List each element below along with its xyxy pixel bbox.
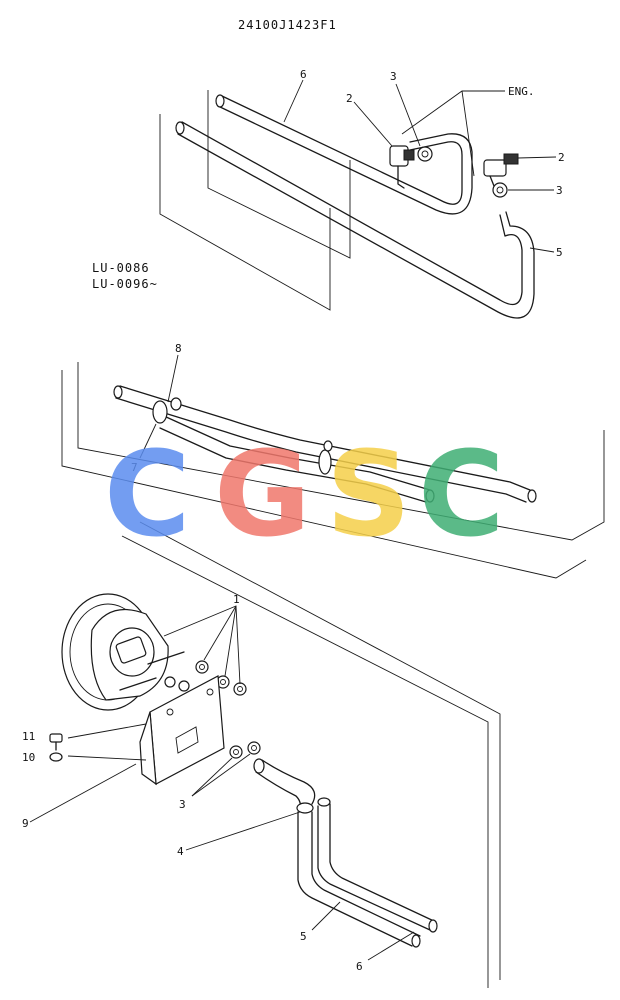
clamps-3-lower	[229, 741, 261, 759]
pipe-middle-lower	[159, 415, 435, 503]
callout-6-upper: 6	[300, 68, 307, 81]
washer-10	[49, 752, 63, 762]
hose-6-lower	[317, 803, 438, 933]
callout-2-left: 2	[346, 92, 353, 105]
hose-front-upper	[175, 121, 535, 319]
upper-frame-front	[159, 114, 331, 311]
bolt-11	[49, 733, 63, 751]
middle-assembly: 8 7	[61, 342, 605, 579]
clamp-right	[492, 182, 508, 198]
hose-6-upper	[215, 94, 473, 215]
serial-range-line1: LU-0086	[92, 261, 150, 275]
callout-5-lower: 5	[300, 930, 307, 943]
cgsc-watermark: C G S C	[104, 425, 505, 563]
serial-range-line2: LU-0096~	[92, 277, 158, 291]
callout-5-upper: 5	[556, 246, 563, 259]
middle-frame-front	[61, 370, 587, 579]
clamp-8	[152, 397, 182, 424]
callout-11: 11	[22, 730, 35, 743]
valve-right	[483, 153, 519, 187]
lower-assembly: 1 9 11 10 3	[22, 521, 501, 988]
clamp-left	[417, 146, 433, 162]
callout-4: 4	[177, 845, 184, 858]
watermark-letter-g: G	[214, 425, 311, 563]
eng-leader-2	[461, 90, 475, 177]
watermark-letter-s: S	[326, 425, 411, 563]
upper-assembly: ENG. 6 2 3 2 3 5	[159, 68, 565, 319]
callout-9: 9	[22, 817, 29, 830]
lower-frame-back	[139, 521, 501, 980]
callout-3-left: 3	[390, 70, 397, 83]
watermark-letter-c2: C	[418, 425, 505, 563]
callout-3-right: 3	[556, 184, 563, 197]
nuts-1	[164, 660, 247, 696]
motor-drum	[61, 593, 185, 711]
lower-frame-front	[121, 535, 489, 988]
middle-frame-back	[77, 362, 605, 541]
callout-3-lower: 3	[179, 798, 186, 811]
eng-leader-1	[401, 90, 505, 135]
clamp-center	[318, 440, 333, 475]
callout-8: 8	[175, 342, 182, 355]
drawing-number: 24100J1423F1	[238, 18, 337, 32]
upper-frame-back	[207, 90, 351, 259]
bracket-9	[139, 675, 225, 786]
pipe-middle-upper	[113, 385, 537, 503]
hose-5-lower	[297, 811, 421, 948]
callout-6-lower: 6	[356, 960, 363, 973]
callout-1: 1	[233, 593, 240, 606]
elbow-4	[253, 758, 331, 814]
valve-left	[389, 145, 415, 189]
watermark-letter-c1: C	[104, 425, 191, 563]
callout-7: 7	[131, 461, 138, 474]
callout-2-right: 2	[558, 151, 565, 164]
engine-label: ENG.	[508, 85, 535, 98]
callout-10: 10	[22, 751, 35, 764]
